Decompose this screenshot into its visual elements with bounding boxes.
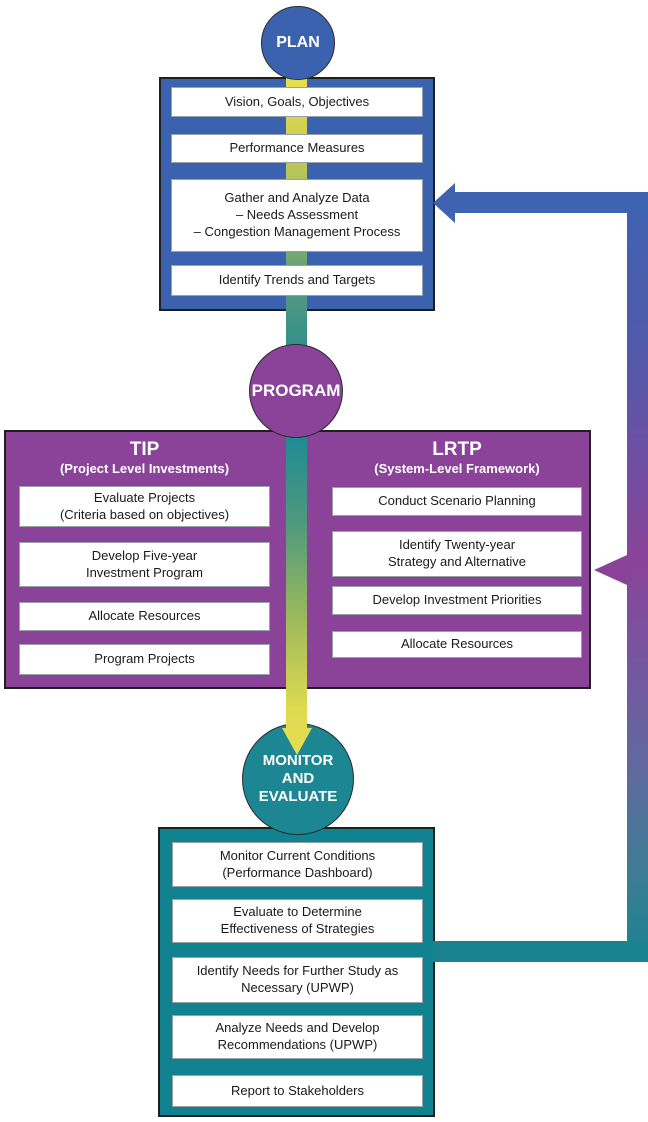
feedback-loop-top-bar bbox=[450, 192, 648, 213]
text-line: AND bbox=[281, 770, 315, 787]
text-line: Develop Investment Priorities bbox=[372, 592, 542, 608]
lrtp-item-conduct-scenario-planning: Conduct Scenario Planning bbox=[332, 487, 582, 516]
lrtp-item-develop-investment-priorities: Develop Investment Priorities bbox=[332, 586, 582, 615]
text-line: – Congestion Management Process bbox=[193, 223, 401, 239]
text-line: Identify Trends and Targets bbox=[218, 272, 376, 288]
text-line: Evaluate to Determine bbox=[233, 904, 362, 920]
plan-item-performance-measures: Performance Measures bbox=[171, 134, 423, 163]
tip-item-develop-five-year-program: Develop Five-year Investment Program bbox=[19, 542, 270, 587]
tip-title: TIP bbox=[129, 439, 160, 460]
lrtp-item-allocate-resources: Allocate Resources bbox=[332, 631, 582, 658]
text-line: Evaluate Projects bbox=[93, 489, 196, 505]
text-line: Strategy and Alternative bbox=[387, 554, 527, 569]
text-line: Allocate Resources bbox=[88, 608, 201, 624]
text-line: (Performance Dashboard) bbox=[222, 864, 373, 880]
plan-item-identify-trends-targets: Identify Trends and Targets bbox=[171, 265, 423, 296]
text-line: PLAN bbox=[276, 34, 320, 51]
program-circle: PROGRAM bbox=[249, 344, 343, 438]
text-line: Report to Stakeholders bbox=[231, 1082, 364, 1098]
monitor-item-evaluate-effectiveness: Evaluate to Determine Effectiveness of S… bbox=[172, 899, 423, 943]
lrtp-title: LRTP bbox=[432, 439, 482, 460]
feedback-loop-bottom-bar bbox=[433, 941, 648, 962]
monitor-item-analyze-needs-upwp: Analyze Needs and Develop Recommendation… bbox=[172, 1015, 423, 1059]
plan-item-vision-goals-objectives: Vision, Goals, Objectives bbox=[171, 87, 423, 117]
text-line: Develop Five-year bbox=[91, 547, 198, 563]
text-line: Necessary (UPWP) bbox=[241, 980, 354, 995]
text-line: Identify Twenty-year bbox=[398, 537, 516, 553]
text-line: Allocate Resources bbox=[401, 636, 513, 652]
text-line: Investment Program bbox=[85, 564, 204, 580]
monitor-item-current-conditions: Monitor Current Conditions (Performance … bbox=[172, 842, 423, 887]
lrtp-item-identify-twenty-year-strategy: Identify Twenty-year Strategy and Altern… bbox=[332, 531, 582, 577]
text-line: Effectiveness of Strategies bbox=[220, 921, 375, 936]
feedback-arrowhead-into-plan-icon bbox=[433, 183, 455, 223]
tip-subtitle: (Project Level Investments) bbox=[59, 460, 230, 476]
text-line: EVALUATE bbox=[258, 788, 338, 805]
monitor-item-report-to-stakeholders: Report to Stakeholders bbox=[172, 1075, 423, 1107]
text-line: Program Projects bbox=[94, 651, 195, 667]
tip-item-program-projects: Program Projects bbox=[19, 644, 270, 675]
text-line: Monitor Current Conditions bbox=[219, 847, 376, 863]
monitor-item-identify-needs-upwp: Identify Needs for Further Study as Nece… bbox=[172, 957, 423, 1003]
text-line: Identify Needs for Further Study as bbox=[196, 963, 399, 979]
text-line: MONITOR bbox=[262, 752, 334, 769]
text-line: Conduct Scenario Planning bbox=[378, 493, 536, 509]
text-line: Performance Measures bbox=[229, 140, 365, 156]
lrtp-subtitle: (System-Level Framework) bbox=[374, 460, 540, 476]
text-line: PROGRAM bbox=[251, 381, 341, 400]
text-line: – Needs Assessment bbox=[235, 207, 359, 223]
monitor-and-evaluate-circle: MONITOR AND EVALUATE bbox=[242, 723, 354, 835]
text-line: Gather and Analyze Data bbox=[224, 190, 370, 206]
plan-item-gather-analyze-data: Gather and Analyze Data – Needs Assessme… bbox=[171, 179, 423, 252]
text-line: Vision, Goals, Objectives bbox=[224, 93, 370, 109]
tip-item-allocate-resources: Allocate Resources bbox=[19, 602, 270, 631]
lrtp-column-header: LRTP (System-Level Framework) bbox=[332, 439, 582, 476]
feedback-loop-vertical-band bbox=[627, 192, 648, 962]
text-line: (Criteria based on objectives) bbox=[59, 506, 230, 522]
text-line: Recommendations (UPWP) bbox=[217, 1037, 378, 1052]
plan-circle: PLAN bbox=[261, 6, 335, 80]
text-line: Analyze Needs and Develop bbox=[215, 1020, 380, 1036]
tip-item-evaluate-projects: Evaluate Projects (Criteria based on obj… bbox=[19, 486, 270, 527]
tip-column-header: TIP (Project Level Investments) bbox=[19, 439, 270, 476]
feedback-arrowhead-into-lrtp-icon bbox=[594, 555, 627, 585]
